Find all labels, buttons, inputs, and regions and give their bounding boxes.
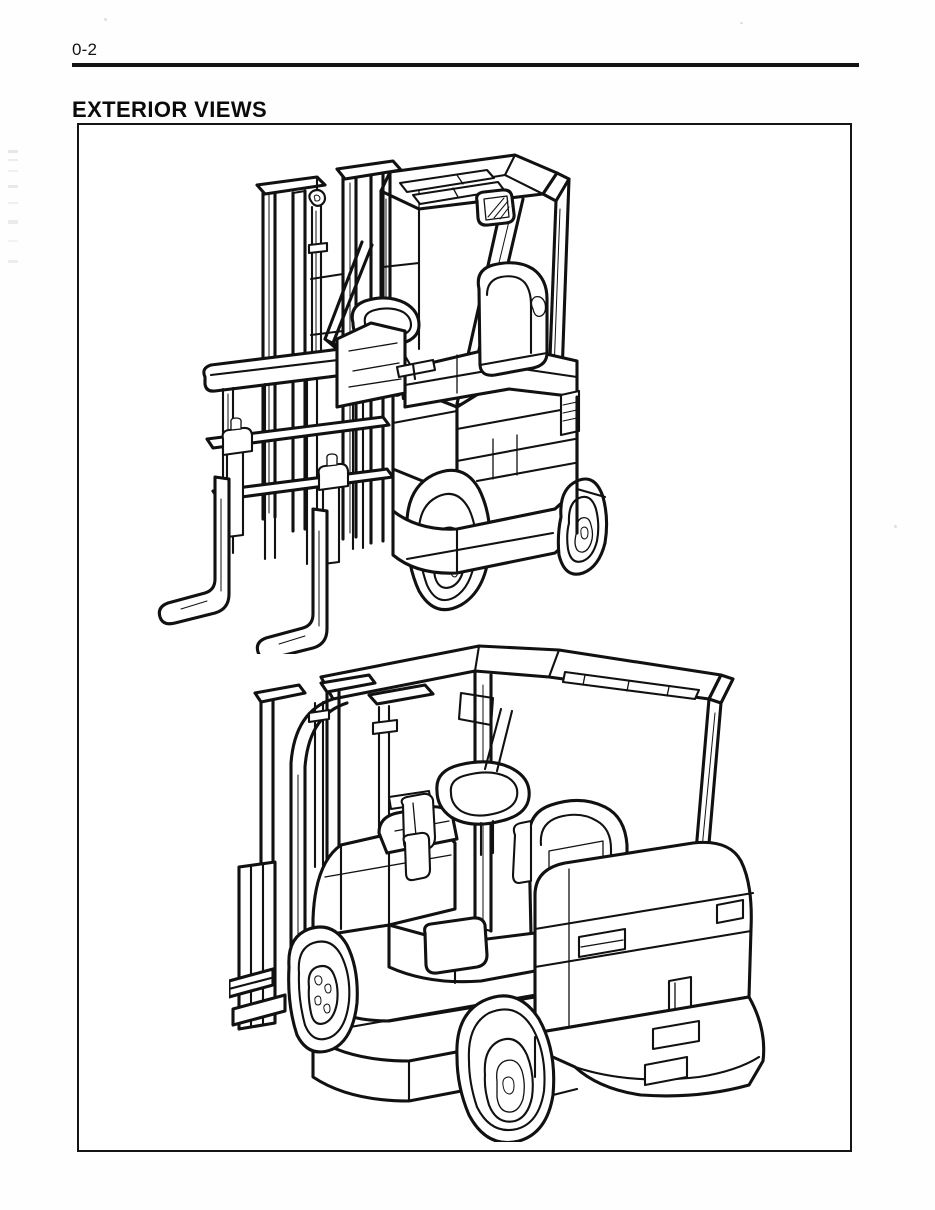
header-rule xyxy=(72,63,859,67)
forklift-rear-three-quarter-illustration xyxy=(229,644,766,1142)
scan-noise-artifact xyxy=(8,150,18,280)
scan-speck xyxy=(894,525,897,528)
figure-frame xyxy=(77,123,852,1152)
scan-speck xyxy=(104,18,107,21)
forklift-front-three-quarter-illustration xyxy=(157,153,609,654)
scan-speck xyxy=(740,22,743,24)
page-number: 0-2 xyxy=(72,40,98,59)
page-title: EXTERIOR VIEWS xyxy=(72,96,268,122)
